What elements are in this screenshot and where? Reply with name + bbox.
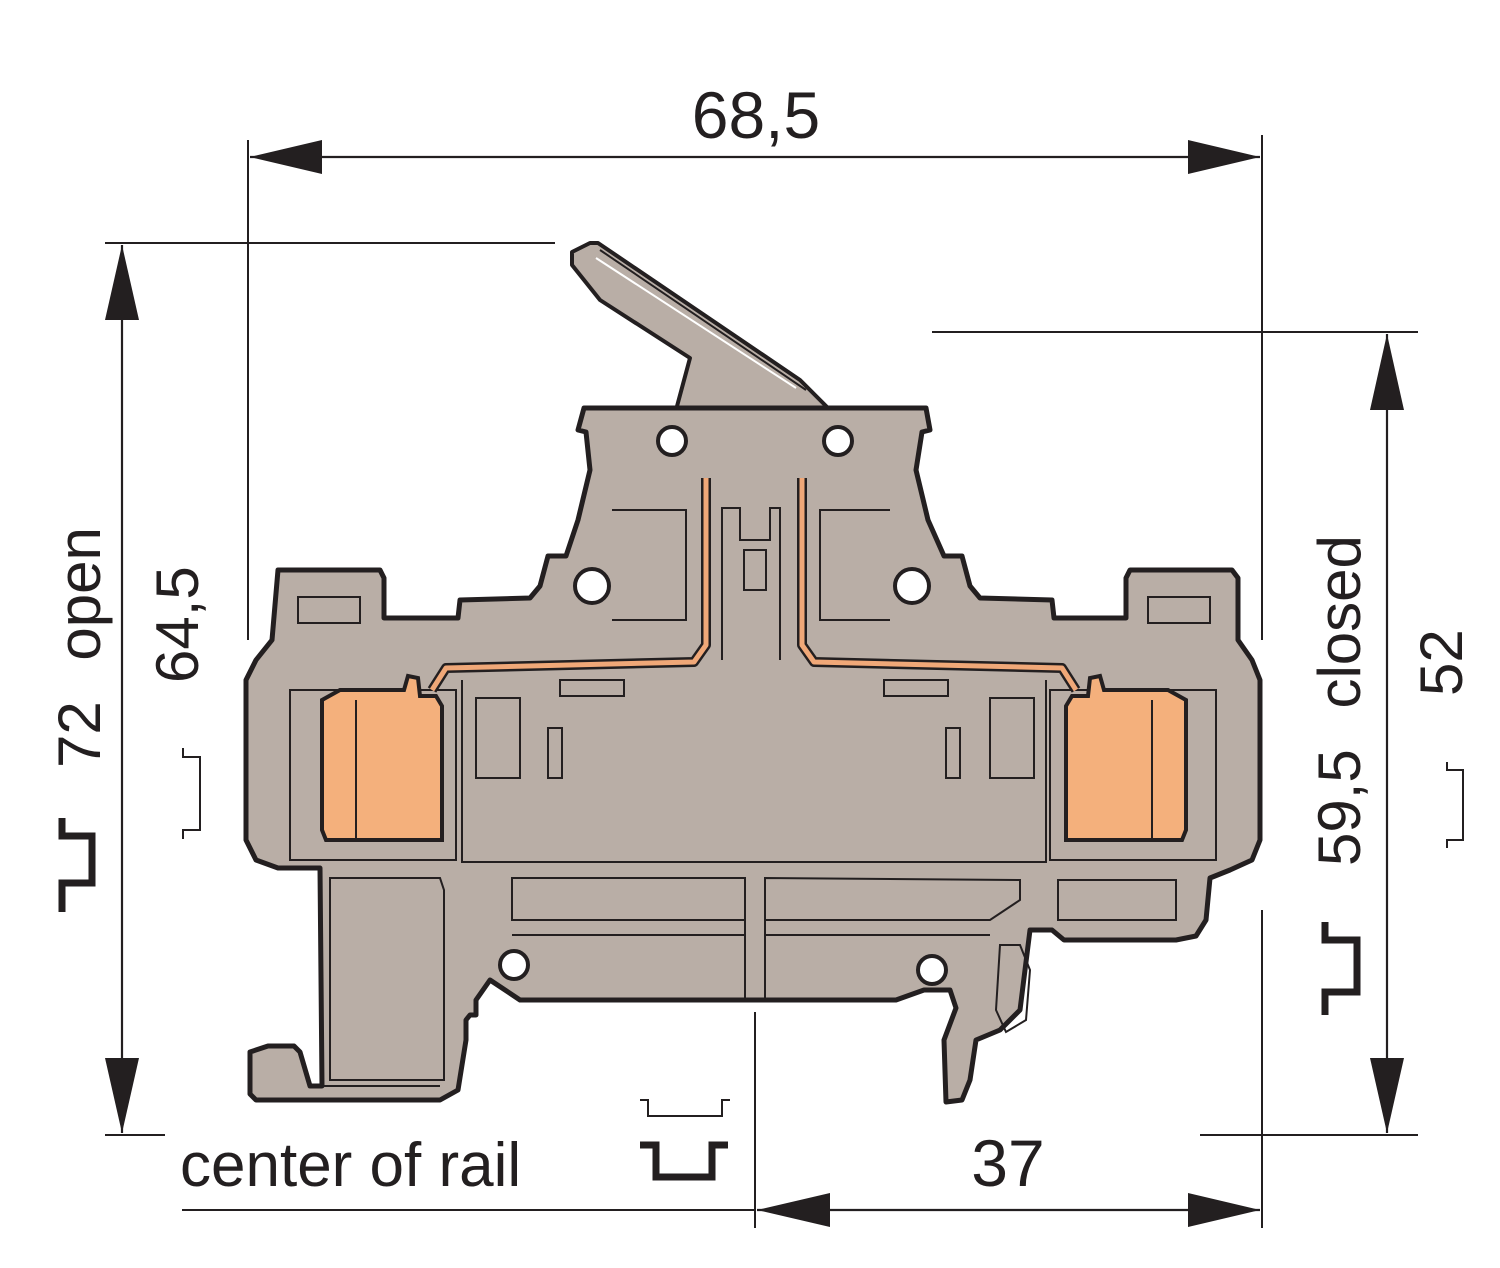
marker-slot-right [1147,596,1211,624]
arrow-right-icon [1188,140,1260,174]
height-closed-alt-value: 52 [1408,629,1475,696]
housing [243,405,1263,1105]
width-dimension: 68,5 [247,78,1263,640]
busbar-left-core [429,478,709,692]
rail-profile-small-icon [182,748,201,839]
svg-text:59,5 closed: 59,5 closed [1306,535,1373,866]
right-upper-pocket [819,509,890,621]
rail-profile-large-icon [58,818,96,912]
height-open-dimension: 72 open 64,5 [46,242,555,1136]
left-clip [559,679,625,697]
lever-highlight [595,257,797,389]
terminal-block [243,241,1263,1105]
height-closed-dimension: 59,5 closed 52 [932,331,1475,1136]
marker-slot-left [297,596,361,624]
spring-clamp-right [1064,673,1188,842]
rail-profile-small-icon [1446,762,1464,848]
mount-hole-upper-left [573,567,611,605]
height-closed-label: closed [1306,535,1373,708]
left-slot [547,727,563,779]
right-slot [945,727,961,779]
mount-hole-lower-left [498,949,530,981]
left-foot-opening [329,877,445,1081]
spring-clamp-left [320,673,444,842]
right-clip [883,679,949,697]
mount-hole-lower-right [916,954,948,986]
left-upper-pocket [612,509,687,621]
center-post [721,507,781,660]
mount-hole-upper-right [893,567,931,605]
arrow-left-icon [250,140,322,174]
height-open-alt-value: 64,5 [144,566,211,683]
rail-offset-value: 37 [971,1126,1044,1200]
arrow-down-icon [1370,1058,1404,1133]
svg-text:72 open: 72 open [46,527,113,768]
width-value: 68,5 [692,78,820,152]
rail-profile-large-icon [1321,922,1361,1015]
rail-profile-small-icon [640,1099,730,1117]
center-post-notch [743,549,767,591]
right-foot-hook [994,944,1032,1034]
arrow-up-icon [1370,334,1404,410]
arrow-up-icon [105,245,139,320]
rail-reference-label: center of rail [180,1131,521,1200]
lever-pivot-hole-right [822,425,854,457]
right-inner-pocket [989,697,1035,779]
left-inner-pocket [475,697,521,779]
busbar-right-core [799,478,1079,692]
release-slot [1057,879,1177,921]
lever-edge [599,249,807,391]
arrow-right-icon [1188,1193,1260,1227]
center-chamber [461,680,1047,863]
rail-offset-dimension: 37 center of rail [180,910,1263,1228]
arrow-down-icon [105,1058,139,1133]
height-closed-value: 59,5 [1306,749,1373,866]
arrow-left-icon [757,1193,830,1227]
rail-profile-large-icon [640,1141,728,1181]
height-open-label: open [46,527,113,660]
lever-pivot-hole-left [656,425,688,457]
height-open-value: 72 [46,701,113,768]
